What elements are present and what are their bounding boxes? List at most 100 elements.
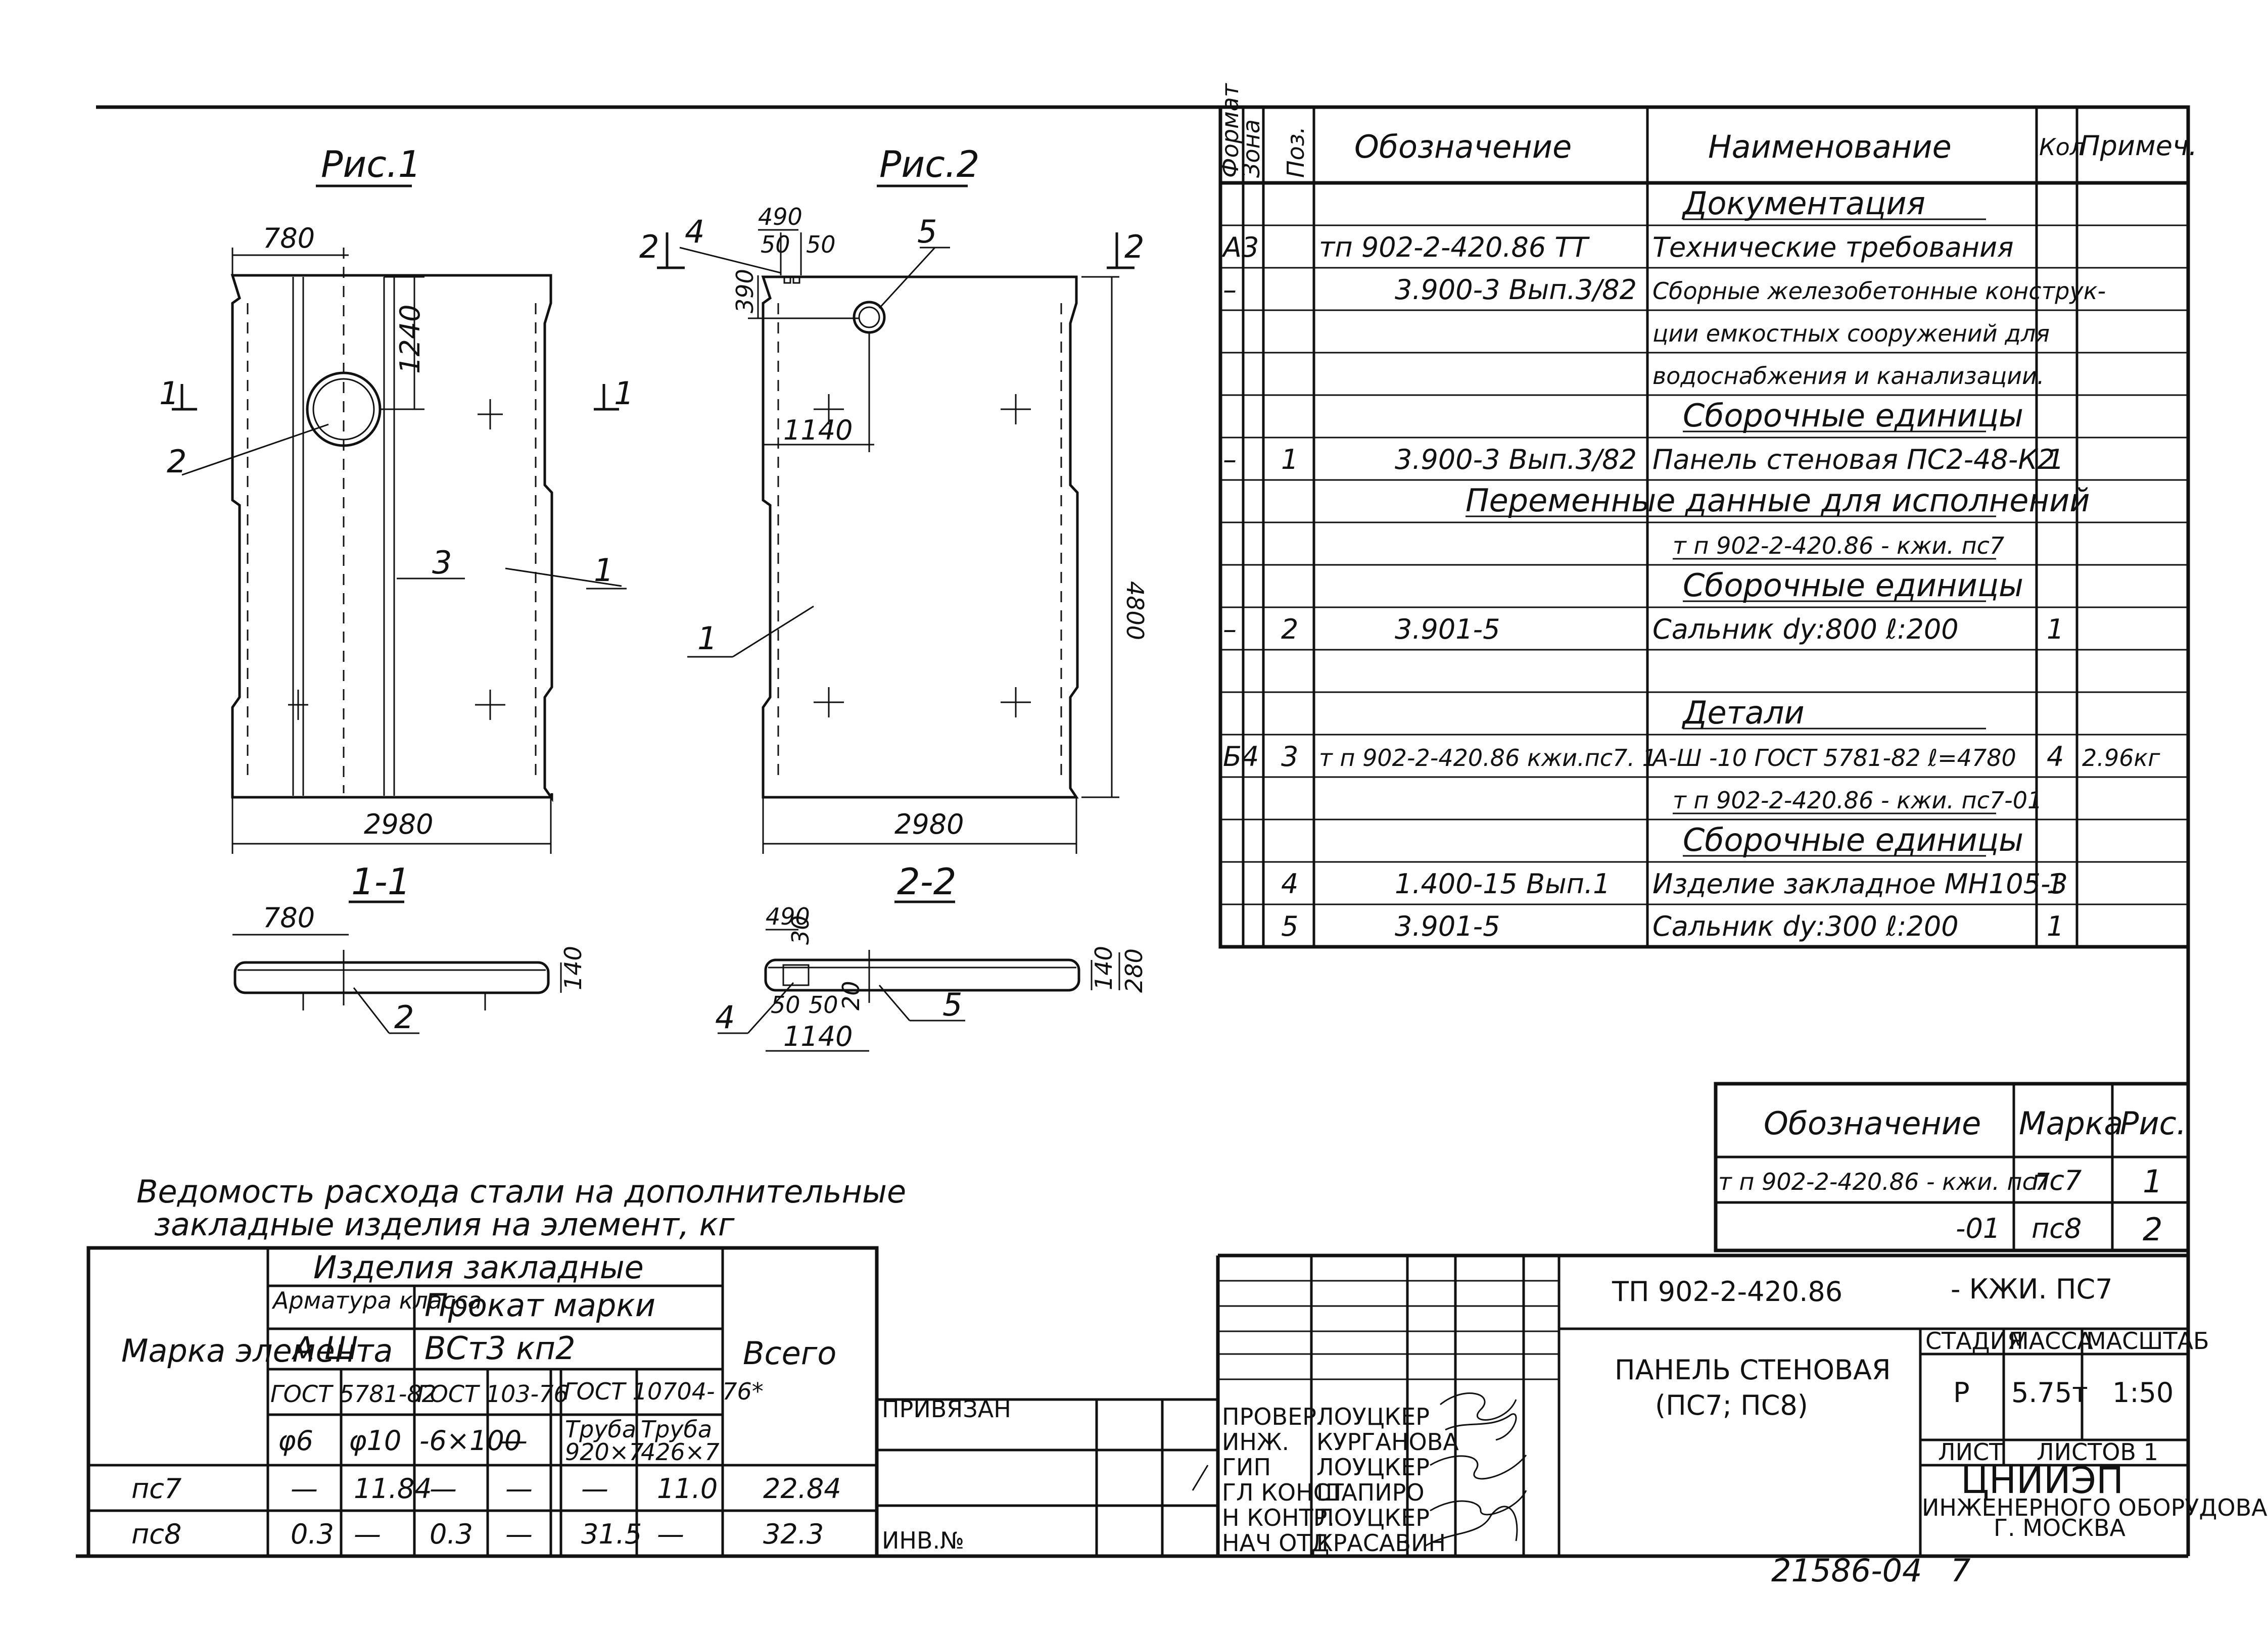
stamp-inv: ИНВ.№: [882, 1527, 964, 1554]
fig1-dim-1240: 1240: [394, 305, 426, 374]
spec-row-format: –: [1223, 444, 1237, 475]
spec-row-name: Детали: [1681, 694, 1805, 731]
section-1-1: 1-1 780 140 2: [232, 860, 587, 1036]
marks-h-designation: Обозначение: [1764, 1105, 1981, 1142]
sec11-callout-2: 2: [394, 999, 414, 1036]
spec-h-qty: Кол: [2039, 133, 2085, 161]
stamp-role: ИНЖ.: [1222, 1428, 1289, 1456]
spec-h-pos: Поз.: [1282, 126, 1309, 178]
sec22-dim-280: 280: [1120, 948, 1148, 993]
spec-row-designation: тп 902-2-420.86 ТТ: [1319, 231, 1590, 263]
marks-row1-fig: 1: [2143, 1163, 2162, 1200]
spec-h-zone: Зона: [1238, 119, 1265, 178]
spec-row-name: Сборочные единицы: [1683, 567, 2023, 604]
spec-row-name: А-Ш -10 ГОСТ 5781-82 ℓ=4780: [1651, 744, 2016, 771]
sec22-callout-4: 4: [715, 999, 735, 1036]
spec-h-note: Примеч.: [2080, 130, 2197, 162]
steel-col-header: -6×100: [419, 1425, 522, 1457]
marks-table: Обозначение Марка Рис. т п 902-2-420.86 …: [1714, 1082, 2190, 1252]
steel-col-header: Труба: [641, 1416, 712, 1443]
steel-col-header-sub: 920×7: [565, 1438, 644, 1466]
steel-h-mark: Марка элемента: [121, 1332, 393, 1369]
steel-h-products: Изделия закладные: [313, 1249, 644, 1286]
marks-row1-mark: пс7: [2031, 1165, 2082, 1196]
fig2-dim-4800: 4800: [1121, 581, 1149, 640]
steel-row-total: 32.3: [763, 1518, 824, 1550]
spec-row-name: Сборочные единицы: [1683, 397, 2023, 434]
sec22-title: 2-2: [897, 860, 957, 903]
spec-row-name: ции емкостных сооружений для: [1652, 320, 2050, 347]
steel-row-mark: пс7: [131, 1473, 181, 1505]
steel-row-mark: пс8: [131, 1518, 181, 1550]
section-2-2: 2-2 490 30 50 50 20 1140 140 280 4 5: [715, 860, 1148, 1052]
spec-h-name: Наименование: [1708, 128, 1952, 165]
steel-row-value: 11.84: [354, 1473, 432, 1505]
fig2-cut-left: 2: [639, 228, 659, 265]
steel-row-value: 11.0: [657, 1473, 718, 1505]
stamp-name: ЛОУЦКЕР: [1316, 1403, 1430, 1430]
marks-h-mark: Марка: [2019, 1105, 2123, 1142]
steel-title-line2: закладные изделия на элемент, кг: [154, 1206, 735, 1243]
spec-row-name: Сальник dу:800 ℓ:200: [1652, 613, 1959, 645]
steel-h-gost2: ГОСТ 103-76: [417, 1380, 569, 1408]
steel-col-header: —: [500, 1425, 528, 1457]
marks-row2-mark: пс8: [2031, 1213, 2082, 1244]
steel-h-gost1: ГОСТ 5781-82: [270, 1380, 437, 1408]
sec22-dim-140: 140: [1090, 946, 1117, 990]
spec-row-format: –: [1223, 613, 1237, 645]
figure-2: Рис.2 490 50 50 390 1140 4800 2980: [639, 143, 1149, 854]
stamp-h-scale: МАСШТАБ: [2086, 1327, 2209, 1355]
fig1-callout-3: 3: [432, 544, 452, 581]
marks-row1-designation: т п 902-2-420.86 - кжи. пс7: [1718, 1168, 2050, 1195]
steel-h-rolled: Прокат марки: [424, 1287, 655, 1324]
steel-h-rebar: Арматура класса: [271, 1287, 482, 1314]
stamp-doc-code: ТП 902-2-420.86: [1612, 1276, 1842, 1308]
steel-row-value: —: [505, 1473, 533, 1505]
steel-row-value: 0.3: [291, 1518, 334, 1550]
steel-title-line1: Ведомость расхода стали на дополнительны…: [136, 1173, 906, 1210]
steel-col-header: φ10: [349, 1425, 401, 1457]
steel-row-value: —: [354, 1518, 381, 1550]
spec-row-designation: 3.901-5: [1395, 910, 1500, 942]
fig2-dim-1140: 1140: [783, 414, 853, 446]
marks-row2-designation: -01: [1956, 1213, 2000, 1244]
steel-table: Ведомость расхода стали на дополнительны…: [86, 1173, 906, 1558]
spec-row-format: –: [1223, 274, 1237, 306]
steel-col-header: φ6: [278, 1425, 313, 1457]
fig2-dim-390: 390: [731, 269, 759, 313]
steel-row-value: —: [291, 1473, 318, 1505]
stamp-org3: Г. МОСКВА: [1994, 1514, 2126, 1541]
stamp-mass: 5.75т: [2011, 1377, 2088, 1409]
stamp-name: КУРГАНОВА: [1316, 1428, 1459, 1456]
spec-row-designation: 3.900-3 Вып.3/82: [1395, 274, 1637, 306]
fig1-cut-right: 1: [614, 375, 634, 412]
fig2-callout-5: 5: [917, 213, 937, 250]
steel-row-value: —: [581, 1473, 608, 1505]
sec11-dim-780: 780: [263, 902, 315, 934]
fig2-cut-right: 2: [1124, 228, 1144, 265]
stamp-sheet: ЛИСТ: [1938, 1438, 2004, 1466]
spec-row-name: т п 902-2-420.86 - кжи. пс7-01: [1673, 787, 2042, 814]
stamp-doc-suffix: - КЖИ. ПС7: [1951, 1273, 2113, 1305]
spec-row-name: Сальник dу:300 ℓ:200: [1652, 910, 1959, 942]
stamp-role: ГИП: [1222, 1454, 1271, 1481]
fig2-dim-490: 490: [758, 203, 802, 230]
steel-row-value: 31.5: [581, 1518, 642, 1550]
spec-row-pos: 1: [1281, 444, 1298, 475]
title-block: ПРИВЯЗАН ИНВ.№ ПРОВЕР.ЛОУЦКЕРИНЖ.КУРГАНО…: [877, 1253, 2268, 1557]
spec-row-format: Б4: [1223, 741, 1259, 773]
stamp-org2: ИНЖЕНЕРНОГО ОБОРУДОВАНИЯ: [1922, 1494, 2268, 1521]
sec22-dim-20: 20: [837, 981, 865, 1010]
spec-row-name: Переменные данные для исполнений: [1466, 482, 2090, 519]
fig1-cut-left: 1: [159, 375, 179, 412]
stamp-name: КРАСАВИН: [1316, 1529, 1446, 1557]
steel-col-header-sub: 426×7: [641, 1438, 720, 1466]
spec-row-pos: 4: [1281, 868, 1298, 900]
spec-row-pos: 5: [1281, 910, 1298, 942]
fig1-title: Рис.1: [321, 143, 421, 185]
spec-row-name: Технические требования: [1652, 231, 2014, 263]
steel-row-value: 0.3: [430, 1518, 473, 1550]
sec22-dim-30: 30: [787, 915, 814, 945]
